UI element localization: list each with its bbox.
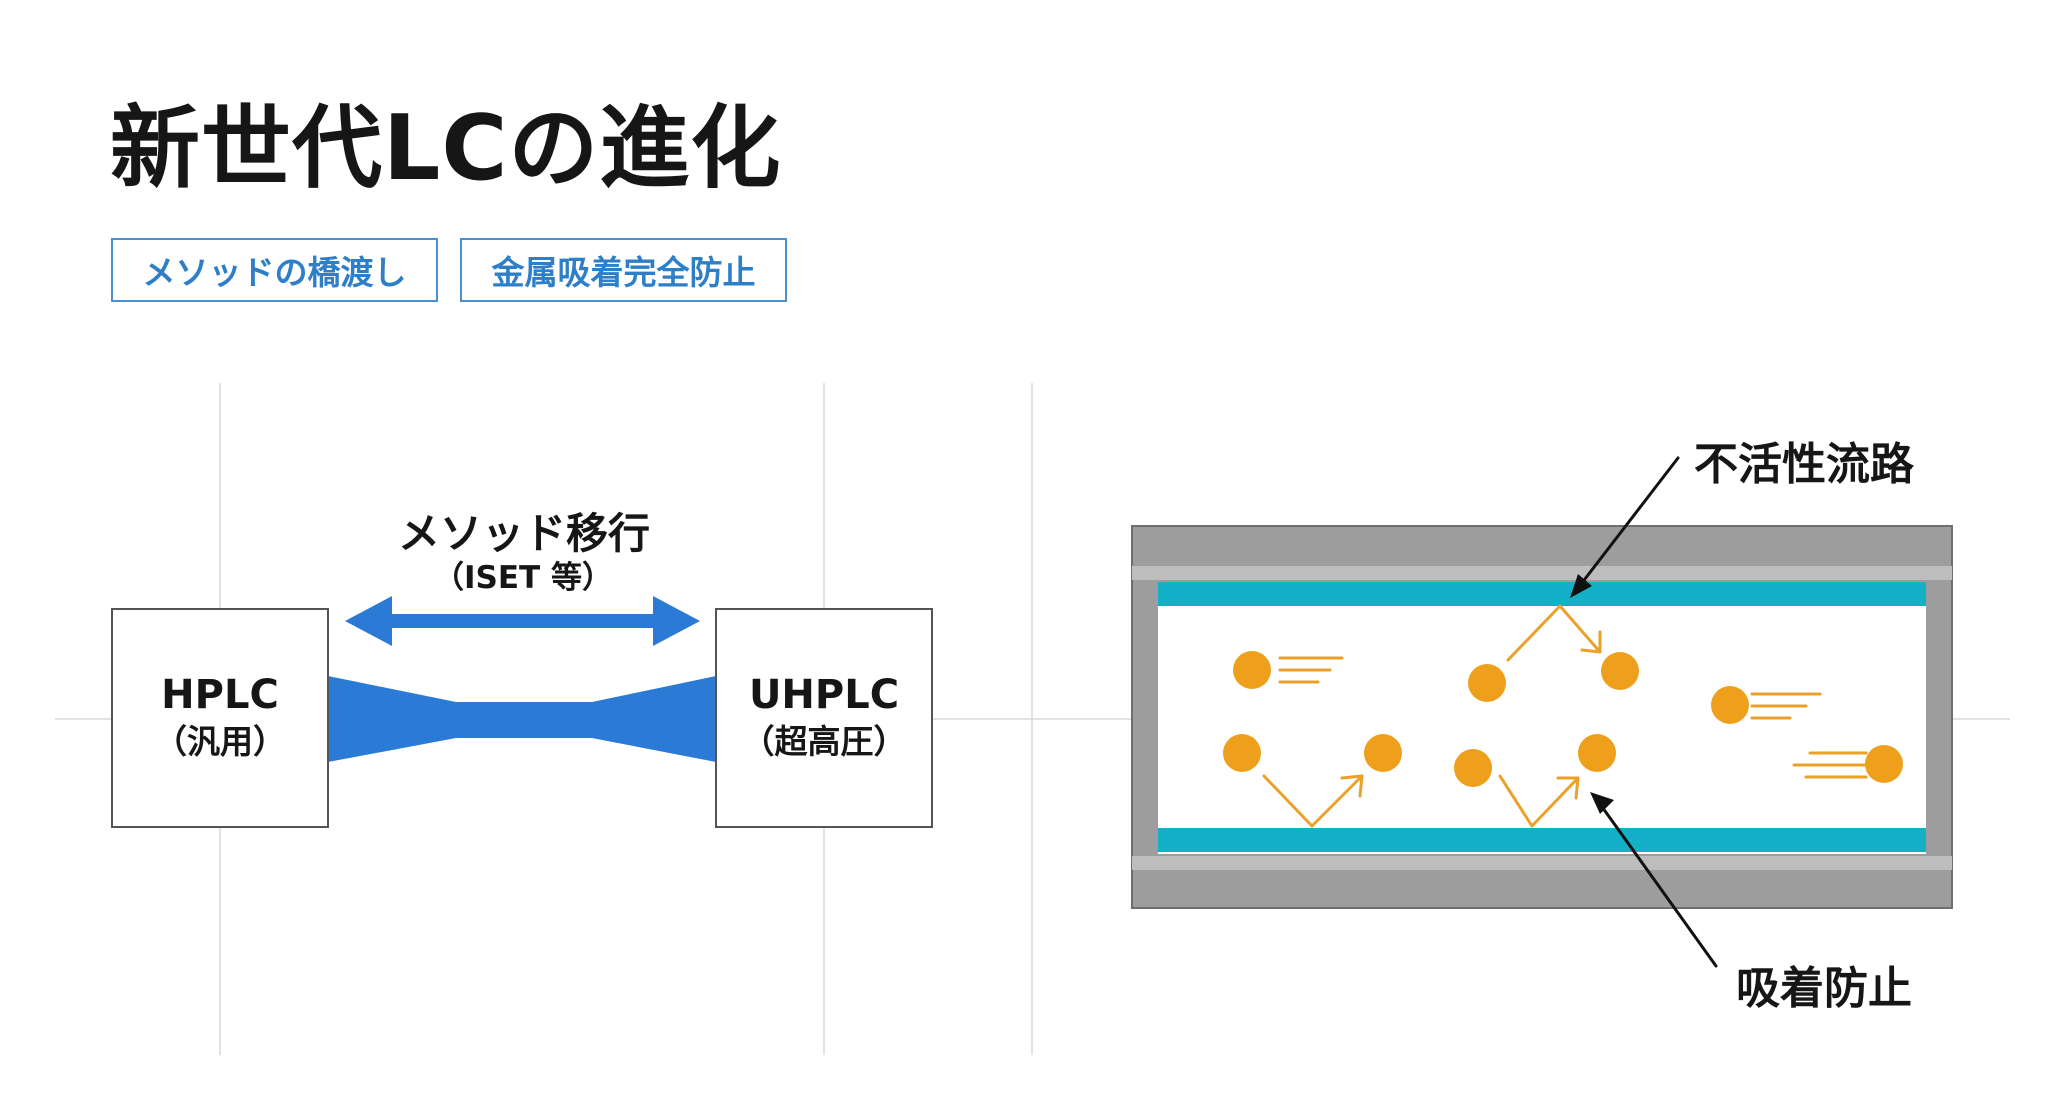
method-transfer-label: メソッド移行 (398, 509, 651, 558)
callout-arrowheads (1570, 574, 1614, 814)
bounce-path-head (1556, 776, 1580, 800)
particle (1223, 734, 1261, 772)
particle (1865, 745, 1903, 783)
hplc-box (111, 608, 329, 828)
bounce-path (1506, 604, 1602, 662)
arrow-head-left (345, 596, 392, 646)
hplc-sublabel: （汎用） (154, 722, 286, 761)
method-transfer-sublabel: （ISET 等） (433, 560, 613, 596)
particle (1233, 651, 1271, 689)
tag-method-bridge: メソッドの橋渡し (111, 238, 438, 302)
uhplc-label: UHPLC (748, 672, 900, 718)
page-title: 新世代LCの進化 (110, 96, 782, 201)
callout-arrowhead-top (1570, 574, 1592, 598)
hplc-label-group: HPLC （汎用） (112, 672, 328, 762)
tag-metal-adsorption-prevention: 金属吸着完全防止 (460, 238, 787, 302)
bounce-path-head (1340, 774, 1364, 798)
particle (1364, 734, 1402, 772)
particle-paths (1262, 604, 1868, 828)
callout-arrows (1576, 456, 1718, 968)
bounce-path (1498, 774, 1580, 828)
channel-interior (1158, 582, 1926, 854)
uhplc-box (715, 608, 933, 828)
bounce-path-head (1580, 630, 1602, 654)
callout-arrowhead-bottom (1590, 792, 1614, 814)
callout-arrow-top (1576, 456, 1680, 590)
bounce-path (1262, 774, 1364, 828)
method-transfer-arrow (345, 596, 700, 646)
inert-coating-bottom (1158, 828, 1926, 852)
particle (1601, 652, 1639, 690)
uhplc-label-group: UHPLC （超高圧） (716, 672, 932, 762)
inert-flow-path-label: 不活性流路 (1694, 439, 1914, 490)
particle (1454, 749, 1492, 787)
flow-channel (1131, 525, 1953, 909)
inert-coating-top (1158, 582, 1926, 606)
particle (1578, 734, 1616, 772)
particles (1223, 651, 1903, 787)
arrow-head-right (653, 596, 700, 646)
channel-wall-highlight-bottom (1132, 856, 1952, 870)
adsorption-prevention-label: 吸着防止 (1736, 963, 1912, 1014)
particle (1468, 664, 1506, 702)
column-connector (328, 676, 716, 762)
particle (1711, 686, 1749, 724)
hplc-label: HPLC (161, 672, 279, 718)
callout-arrow-bottom (1598, 802, 1718, 968)
channel-wall-highlight-top (1132, 566, 1952, 580)
uhplc-sublabel: （超高圧） (741, 722, 907, 761)
